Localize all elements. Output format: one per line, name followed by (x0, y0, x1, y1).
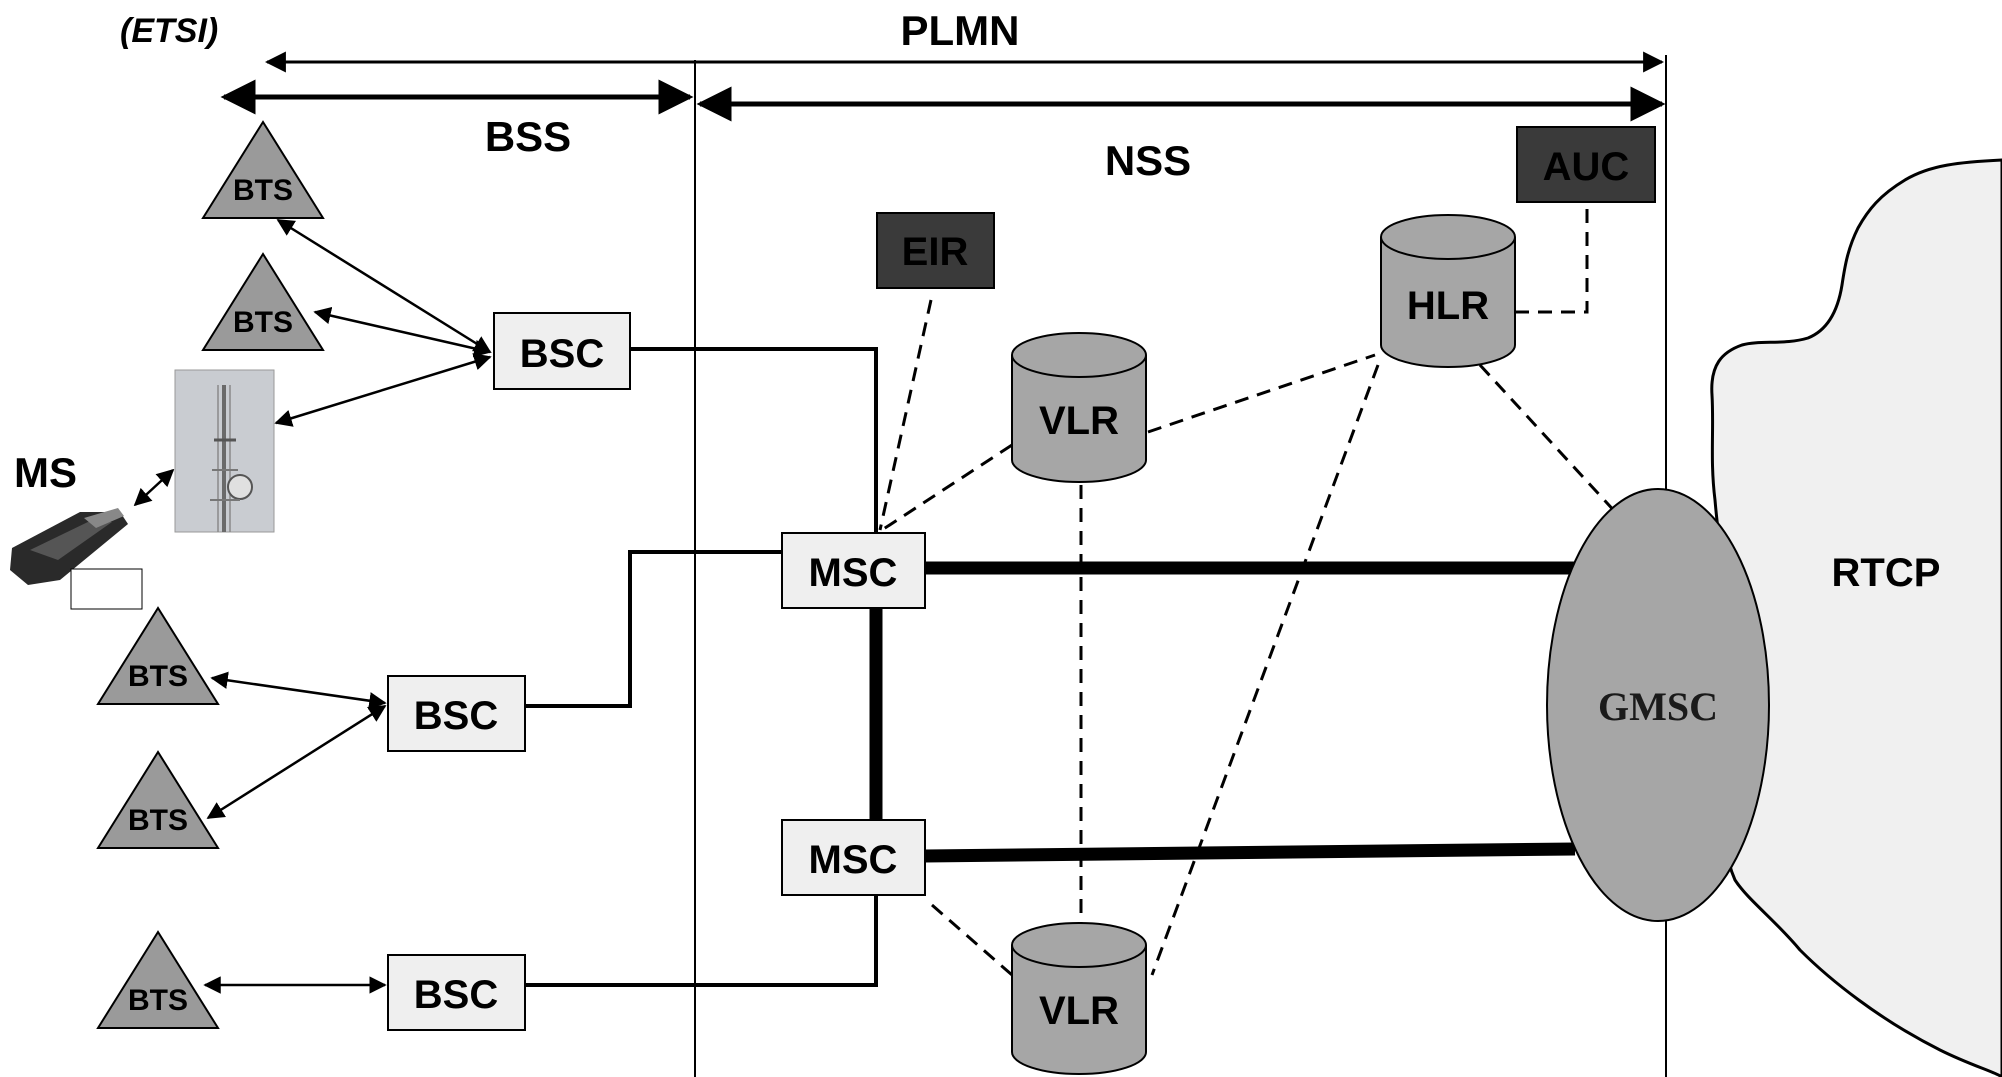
msc-top: MSC (781, 532, 926, 609)
plmn-label: PLMN (901, 7, 1020, 54)
bts-triangle (96, 750, 220, 849)
bts-label: BTS (128, 804, 188, 837)
bts-3: BTS (96, 606, 220, 705)
rtcp-cloud (1710, 158, 2002, 1077)
bts-triangle (96, 930, 220, 1029)
msc-vlr-bottom-link (931, 903, 1013, 977)
ms-antenna-link (133, 468, 175, 507)
eir-box: EIR (876, 212, 995, 289)
auc-label: AUC (1543, 145, 1630, 189)
vlr-hlr-link (1147, 353, 1376, 434)
msc-label: MSC (809, 838, 898, 882)
vlr-bottom-database: VLR (1011, 922, 1147, 1075)
eir-label: EIR (902, 230, 969, 274)
bts-5: BTS (96, 930, 220, 1029)
msc-bottom: MSC (781, 819, 926, 896)
bsc-label: BSC (414, 694, 498, 738)
hlr-auc-link (1515, 205, 1589, 314)
bts-label: BTS (128, 660, 188, 693)
gmsc-node: GMSC (1546, 488, 1770, 922)
bsc-mid: BSC (387, 675, 526, 752)
hlr-database: HLR (1380, 214, 1516, 368)
bsc-top-msc-link (630, 347, 878, 533)
vlr-top-database: VLR (1011, 332, 1147, 483)
ms-placeholder-box (70, 568, 143, 610)
bts4-bsc-link (206, 704, 387, 820)
bsc-mid-msc-link (525, 550, 782, 708)
vlr-top-msc-link (881, 443, 1013, 532)
bts2-bsc-link (313, 306, 492, 358)
bts-2: BTS (201, 252, 325, 351)
hlr-vlr-bottom-link (1150, 364, 1380, 976)
rtcp-label: RTCP (1832, 551, 1941, 595)
bss-label: BSS (485, 113, 571, 160)
signaling-links (878, 205, 1620, 977)
antenna-bsc-link (274, 353, 492, 427)
bts-1: BTS (201, 120, 325, 219)
bts-triangle (96, 606, 220, 705)
bsc-label: BSC (414, 973, 498, 1017)
antenna-tower-icon (174, 369, 275, 533)
hlr-gmsc-link (1478, 363, 1620, 517)
msc-bottom-gmsc-trunk (924, 842, 1576, 863)
ms-label: MS (14, 449, 77, 496)
msc-label: MSC (809, 551, 898, 595)
etsi-label: (ETSI) (120, 12, 218, 50)
bts-label: BTS (233, 306, 293, 339)
bts-label: BTS (128, 984, 188, 1017)
bsc-top: BSC (493, 312, 631, 390)
nss-label: NSS (1105, 137, 1191, 184)
bsc-label: BSC (520, 332, 604, 376)
gmsc-label: GMSC (1598, 684, 1718, 729)
mobile-phone-icon (10, 508, 128, 585)
bsc-bottom-msc-link (525, 895, 878, 987)
eir-msc-link (878, 299, 933, 531)
bts-label: BTS (233, 174, 293, 207)
bts-4: BTS (96, 750, 220, 849)
vlr-label: VLR (1039, 399, 1119, 443)
bts-triangle (201, 120, 325, 219)
radio-links (133, 218, 492, 994)
bts-triangle (201, 252, 325, 351)
vlr-label: VLR (1039, 989, 1119, 1033)
hlr-label: HLR (1407, 284, 1489, 328)
bsc-bottom: BSC (387, 954, 526, 1031)
auc-box: AUC (1516, 126, 1656, 203)
bts3-bsc-link (210, 671, 387, 710)
